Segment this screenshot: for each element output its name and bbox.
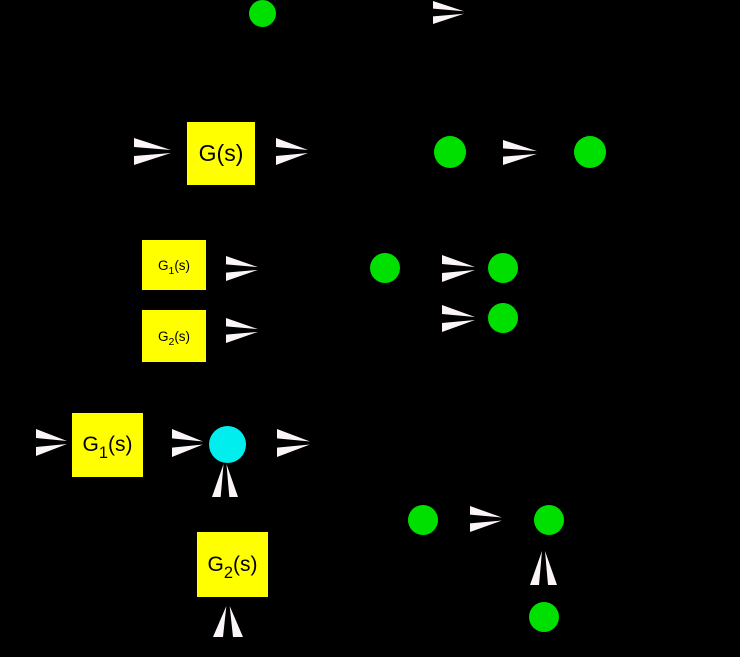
block-g2-large: G2(s) — [197, 532, 268, 597]
summing-junction — [209, 426, 246, 463]
block-g2-small: G2(s) — [142, 310, 206, 362]
sfg-node-top — [249, 0, 276, 27]
arrowhead-right-icon — [226, 318, 258, 343]
sfg-node-c-out — [534, 505, 564, 535]
arrowhead-right-icon — [442, 255, 475, 282]
arrowhead-up-icon — [212, 464, 238, 497]
sfg-node-a1 — [434, 136, 466, 168]
block-g2-small-label: G2(s) — [157, 328, 191, 349]
arrowhead-right-icon — [276, 138, 308, 165]
arrowhead-right-icon — [433, 1, 464, 24]
sfg-node-c-feedback — [529, 602, 559, 632]
arrowhead-right-icon — [172, 429, 203, 457]
arrowhead-right-icon — [442, 305, 475, 332]
sfg-node-c-in — [408, 505, 438, 535]
block-g1-large-label: G1(s) — [82, 433, 133, 463]
sfg-node-b-in — [370, 253, 400, 283]
arrowhead-right-icon — [226, 256, 258, 281]
block-g2-large-label: G2(s) — [207, 552, 258, 582]
block-g1-large: G1(s) — [72, 413, 143, 477]
sfg-node-b-out2 — [488, 303, 518, 333]
arrowhead-up-icon — [530, 551, 557, 585]
block-g1-small-label: G1(s) — [157, 257, 191, 278]
sfg-node-b-out1 — [488, 253, 518, 283]
sfg-node-a2 — [574, 136, 606, 168]
arrowhead-right-icon — [503, 140, 537, 165]
block-g1-small: G1(s) — [142, 240, 206, 290]
arrowhead-right-icon — [36, 429, 67, 456]
arrowhead-right-icon — [470, 506, 502, 532]
block-gs: G(s) — [187, 122, 255, 185]
arrowhead-right-icon — [277, 429, 310, 457]
arrowhead-right-icon — [134, 138, 171, 165]
block-gs-label: G(s) — [198, 140, 244, 166]
arrowhead-up-icon — [213, 606, 243, 637]
